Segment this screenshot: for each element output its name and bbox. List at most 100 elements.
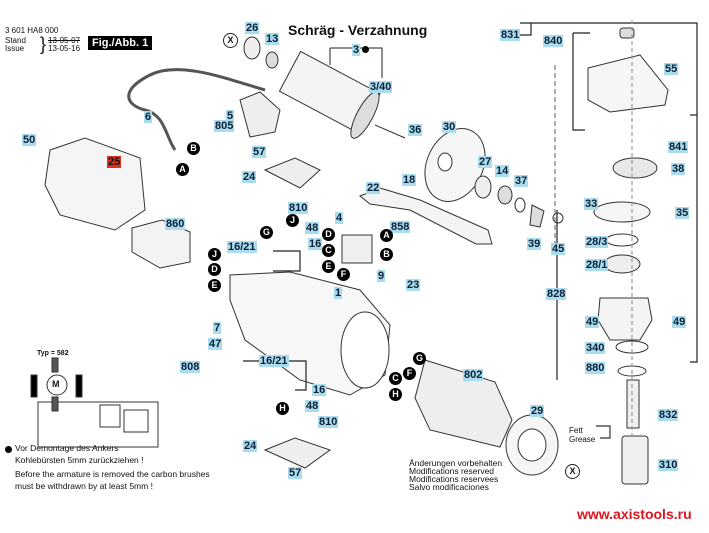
connector-label-a-switch: A bbox=[380, 229, 393, 242]
stand-label: Stand bbox=[5, 36, 26, 45]
part-label-38[interactable]: 38 bbox=[671, 163, 686, 175]
part-label-4[interactable]: 4 bbox=[335, 212, 344, 224]
part-label-7[interactable]: 7 bbox=[213, 322, 222, 334]
part-label-37[interactable]: 37 bbox=[514, 175, 529, 187]
part-label-3[interactable]: 3 bbox=[352, 44, 361, 56]
part-label-24[interactable]: 24 bbox=[242, 171, 257, 183]
part-label-57-lower[interactable]: 57 bbox=[288, 467, 303, 479]
rear-cover bbox=[44, 137, 146, 231]
part-label-340[interactable]: 340 bbox=[585, 342, 606, 354]
part-label-832[interactable]: 832 bbox=[658, 409, 679, 421]
part-label-27[interactable]: 27 bbox=[478, 156, 493, 168]
filled-circle-icon bbox=[362, 46, 369, 53]
connector-label-h-stator: H bbox=[389, 388, 402, 401]
part-label-840[interactable]: 840 bbox=[543, 35, 564, 47]
part-label-828[interactable]: 828 bbox=[546, 288, 567, 300]
part-label-805[interactable]: 805 bbox=[214, 120, 235, 132]
connector-label-e: E bbox=[322, 260, 335, 273]
part-label-49-right[interactable]: 49 bbox=[672, 316, 687, 328]
part-label-45[interactable]: 45 bbox=[551, 243, 566, 255]
part-label-3-40[interactable]: 3/40 bbox=[369, 81, 393, 93]
part-label-860[interactable]: 860 bbox=[165, 218, 186, 230]
part-310-shape bbox=[621, 435, 649, 485]
watermark-url[interactable]: www.axistools.ru bbox=[577, 506, 692, 522]
part-label-23[interactable]: 23 bbox=[406, 279, 421, 291]
part-label-1[interactable]: 1 bbox=[334, 287, 343, 299]
part-label-30[interactable]: 30 bbox=[442, 121, 457, 133]
connector-label-g: G bbox=[260, 226, 273, 239]
part-label-35[interactable]: 35 bbox=[675, 207, 690, 219]
part-label-28-1[interactable]: 28/1 bbox=[585, 259, 609, 271]
x-marker-bottom: X bbox=[565, 464, 580, 479]
connector-label-f-stator: F bbox=[403, 367, 416, 380]
part-label-25[interactable]: 25 bbox=[107, 156, 122, 168]
part-label-55[interactable]: 55 bbox=[664, 63, 679, 75]
part-label-841[interactable]: 841 bbox=[668, 141, 689, 153]
diagram-title: Schräg - Verzahnung bbox=[288, 22, 428, 38]
document-number: 3 601 HA8 000 bbox=[5, 26, 59, 35]
spindle bbox=[626, 379, 640, 429]
part-label-47[interactable]: 47 bbox=[208, 338, 223, 350]
part-label-28-3[interactable]: 28/3 bbox=[585, 236, 609, 248]
note-de-line1: Vor Demontage des Ankers bbox=[15, 443, 119, 453]
wiring-type-label: Typ = 582 bbox=[37, 350, 69, 357]
note-en-line1: Before the armature is removed the carbo… bbox=[15, 469, 210, 479]
grease-en: Grease bbox=[569, 435, 596, 444]
part-label-831[interactable]: 831 bbox=[500, 29, 521, 41]
part-label-26[interactable]: 26 bbox=[245, 22, 260, 34]
part-label-13[interactable]: 13 bbox=[265, 33, 280, 45]
part-label-50[interactable]: 50 bbox=[22, 134, 37, 146]
part-label-9[interactable]: 9 bbox=[377, 270, 386, 282]
part-label-36[interactable]: 36 bbox=[408, 124, 423, 136]
part-label-48[interactable]: 48 bbox=[305, 222, 320, 234]
part-label-880[interactable]: 880 bbox=[585, 362, 606, 374]
part-label-16-21[interactable]: 16/21 bbox=[227, 241, 257, 253]
modifications-line2: Modifications reserved bbox=[409, 466, 495, 476]
part-label-802[interactable]: 802 bbox=[463, 369, 484, 381]
part-label-29[interactable]: 29 bbox=[530, 405, 545, 417]
part-label-33[interactable]: 33 bbox=[584, 198, 599, 210]
part-label-310[interactable]: 310 bbox=[658, 459, 679, 471]
part-label-57[interactable]: 57 bbox=[252, 146, 267, 158]
part-label-5[interactable]: 5 bbox=[226, 110, 235, 122]
part-label-810[interactable]: 810 bbox=[288, 202, 309, 214]
connector-label-a: A bbox=[176, 163, 189, 176]
issue-date: 13-05-16 bbox=[48, 44, 81, 53]
modifications-line1: Änderungen vorbehalten bbox=[409, 458, 503, 468]
part-label-808[interactable]: 808 bbox=[180, 361, 201, 373]
figure-label: Fig./Abb. 1 bbox=[88, 36, 153, 50]
connector-label-h-brush: H bbox=[276, 402, 289, 415]
x-marker-top: X bbox=[223, 33, 238, 48]
part-label-22[interactable]: 22 bbox=[366, 182, 381, 194]
issue-label: Issue bbox=[5, 44, 25, 53]
connector-label-b: B bbox=[187, 142, 200, 155]
note-en-line2: must be withdrawn by at least 5mm ! bbox=[15, 481, 153, 491]
part-label-18[interactable]: 18 bbox=[402, 174, 417, 186]
connector-label-f: F bbox=[337, 268, 350, 281]
note-bullet-icon bbox=[5, 446, 12, 453]
part-label-16-lower[interactable]: 16 bbox=[312, 384, 327, 396]
modifications-line3: Modifications reservees bbox=[409, 474, 499, 484]
part-label-24-lower[interactable]: 24 bbox=[243, 440, 258, 452]
part-label-6[interactable]: 6 bbox=[144, 111, 153, 123]
connector-label-d: D bbox=[322, 228, 335, 241]
part-label-14[interactable]: 14 bbox=[495, 165, 510, 177]
note-de-line2: Kohlebürsten 5mm zurückziehen ! bbox=[15, 455, 144, 465]
brace: } bbox=[40, 34, 47, 54]
part-label-48-lower[interactable]: 48 bbox=[305, 400, 320, 412]
part-label-858[interactable]: 858 bbox=[390, 221, 411, 233]
power-cable bbox=[127, 68, 266, 151]
part-label-810-lower[interactable]: 810 bbox=[318, 416, 339, 428]
stand-date: 13-05-07 bbox=[48, 36, 81, 45]
part-label-39[interactable]: 39 bbox=[527, 238, 542, 250]
connector-label-g-stator: G bbox=[413, 352, 426, 365]
motor-symbol: M bbox=[52, 379, 60, 389]
speed-control-shape bbox=[131, 219, 191, 269]
part-label-49-left[interactable]: 49 bbox=[585, 316, 600, 328]
connector-label-d-860: D bbox=[208, 263, 221, 276]
part-22-shape bbox=[359, 187, 493, 245]
part-label-16-21-lower[interactable]: 16/21 bbox=[259, 355, 289, 367]
connector-label-b-switch: B bbox=[380, 248, 393, 261]
part-label-16[interactable]: 16 bbox=[308, 238, 323, 250]
